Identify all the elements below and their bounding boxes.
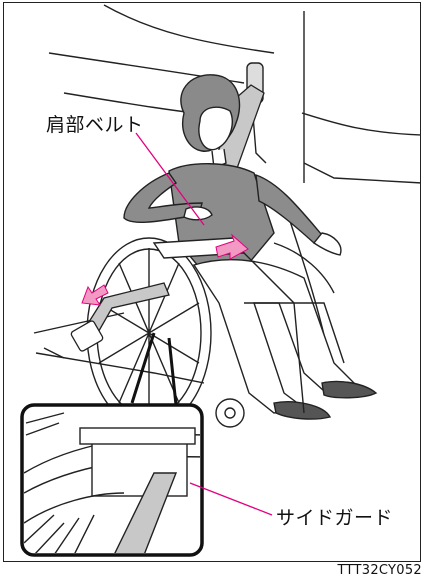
side-guard-callout-line [189,482,273,516]
arrow-down-left [81,284,109,306]
wheelchair-belt-illustration [20,4,420,557]
illustration-frame: 肩部ベルト サイドガード [3,2,421,562]
side-guard-label: サイドガード [276,507,394,529]
shoulder-belt-label: 肩部ベルト [46,114,144,136]
side-guard-inset [20,403,204,557]
shoulder-belt-callout-line [135,132,205,226]
zoom-lines [130,332,178,406]
arrow-right [215,233,249,260]
figure-code: TTT32CY052 [337,563,422,578]
direction-arrows [81,233,249,306]
tie-down-strap [70,282,170,352]
woman-figure [123,74,378,420]
vehicle-interior [33,4,420,384]
